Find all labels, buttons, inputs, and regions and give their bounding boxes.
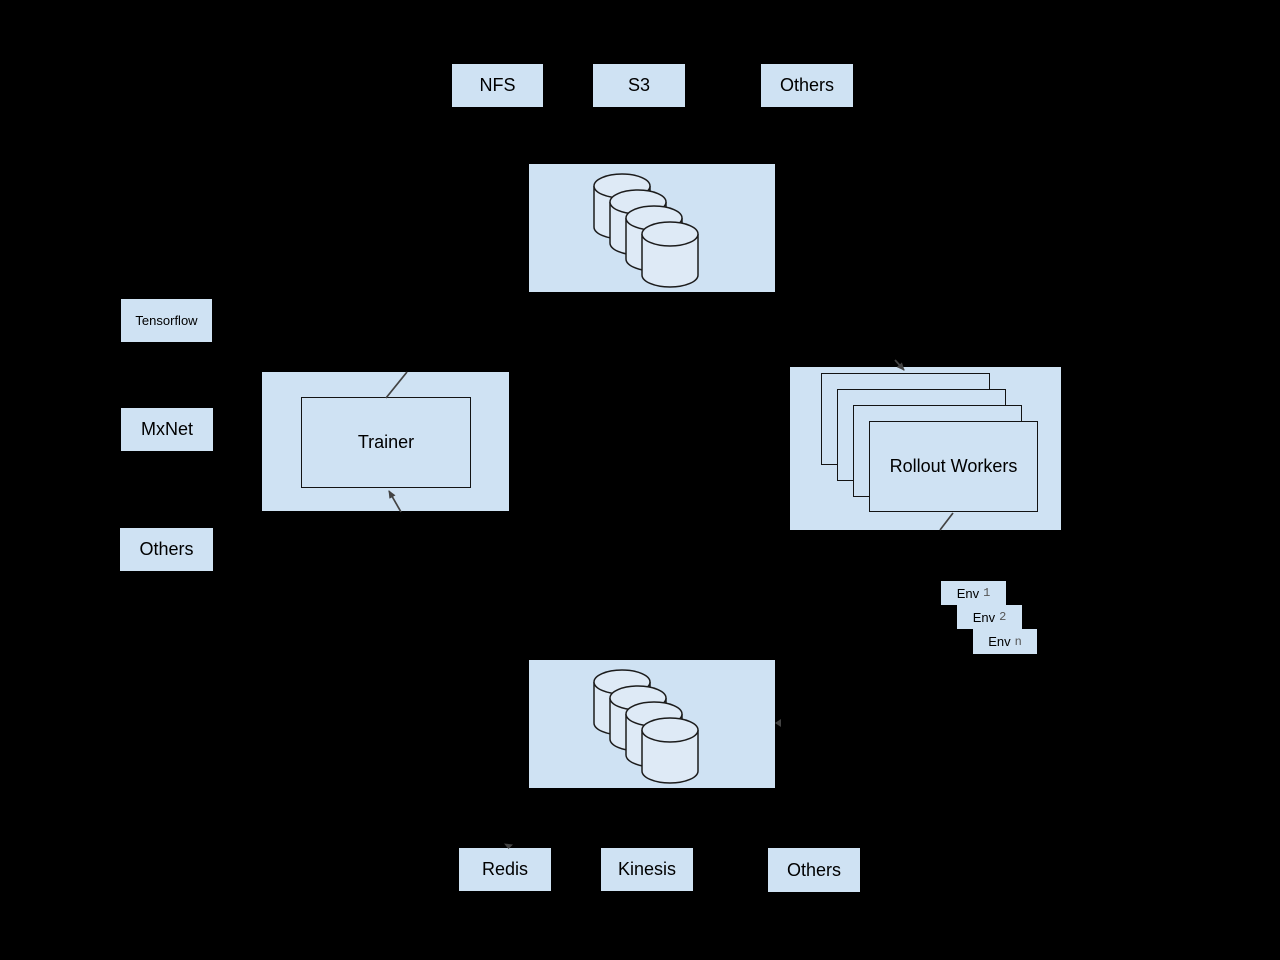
replay-storage-panel	[529, 660, 775, 788]
node-env-2: Env 2	[957, 605, 1022, 629]
node-env-n: Env n	[973, 629, 1037, 654]
node-label: S3	[627, 75, 651, 95]
node-mxnet: MxNet	[121, 408, 213, 451]
env-label: Env	[956, 585, 980, 601]
node-kinesis: Kinesis	[601, 848, 693, 891]
trainer-panel: Trainer	[262, 372, 509, 511]
database-cylinders-icon	[593, 669, 699, 784]
node-label: Others	[139, 539, 194, 559]
env-label: Env	[972, 609, 996, 625]
node-label: Trainer	[357, 432, 415, 452]
node-label: Others	[786, 859, 842, 880]
node-label: NFS	[479, 75, 516, 95]
node-others-top: Others	[761, 64, 853, 107]
rollout-workers-panel: Rollout Workers	[790, 367, 1061, 530]
node-label: MxNet	[140, 419, 193, 439]
env-number: 1	[983, 586, 991, 600]
node-s3: S3	[593, 64, 685, 107]
node-env-1: Env 1	[941, 581, 1006, 605]
node-others-bottom: Others	[768, 848, 860, 892]
parameter-storage-panel	[529, 164, 775, 292]
env-number: 2	[999, 610, 1007, 624]
node-label: Tensorflow	[135, 313, 198, 328]
replay-inbound-arrow-tip	[775, 719, 781, 727]
node-label: Redis	[481, 859, 529, 879]
node-redis: Redis	[459, 848, 551, 891]
node-rollout-workers: Rollout Workers	[869, 421, 1038, 512]
node-label: Others	[779, 75, 835, 95]
node-label: Kinesis	[617, 859, 677, 879]
node-trainer: Trainer	[301, 397, 471, 488]
node-nfs: NFS	[452, 64, 543, 107]
node-others-left: Others	[120, 528, 213, 571]
node-label: Rollout Workers	[889, 456, 1018, 476]
database-cylinders-icon	[593, 173, 699, 288]
env-number: n	[1014, 634, 1022, 649]
env-label: Env	[988, 634, 1011, 649]
node-tensorflow: Tensorflow	[121, 299, 212, 342]
